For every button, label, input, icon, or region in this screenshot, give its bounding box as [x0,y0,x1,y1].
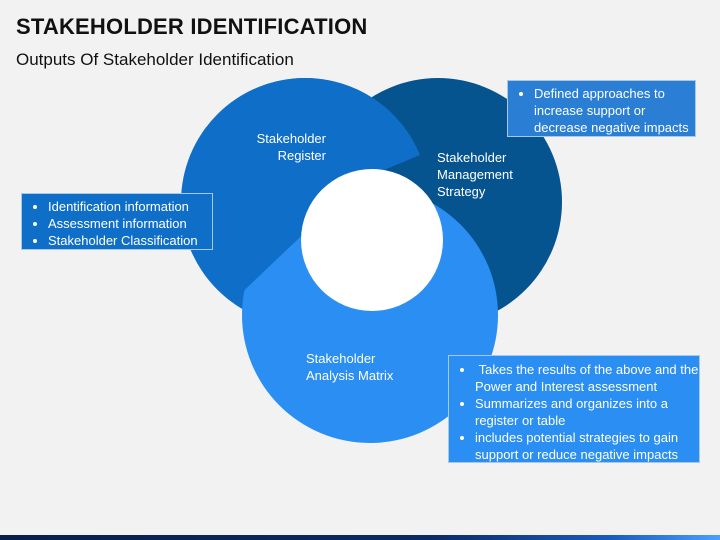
register-callout-item: Stakeholder Classification [48,232,212,249]
page-title: STAKEHOLDER IDENTIFICATION [16,14,368,39]
matrix-label-line1: Stakeholder [306,351,376,366]
register-callout: Identification information Assessment in… [21,193,213,250]
strategy-label-line1: Stakeholder [437,150,507,165]
register-callout-item: Assessment information [48,215,212,232]
strategy-label: Stakeholder Management Strategy [437,149,513,200]
strategy-label-line3: Strategy [437,184,486,199]
center-hole [301,169,443,311]
register-label-line2: Register [277,148,326,163]
matrix-label-line2: Analysis Matrix [306,368,394,383]
matrix-label: Stakeholder Analysis Matrix [306,350,393,384]
matrix-callout-item: Summarizes and organizes into a register… [475,395,699,429]
matrix-callout-item: includes potential strategies to gain su… [475,429,699,463]
matrix-callout: Takes the results of the above and the P… [448,355,700,463]
register-label: Stakeholder Register [256,130,326,164]
register-overlap-arc [181,77,420,302]
strategy-callout-item: Defined approaches to increase support o… [534,85,695,136]
page-subtitle: Outputs Of Stakeholder Identification [16,50,294,69]
footer-bar [0,535,720,540]
matrix-callout-item: Takes the results of the above and the P… [475,361,699,395]
strategy-callout: Defined approaches to increase support o… [507,80,696,137]
register-label-line1: Stakeholder [256,131,326,146]
strategy-label-line2: Management [437,167,513,182]
register-callout-item: Identification information [48,198,212,215]
